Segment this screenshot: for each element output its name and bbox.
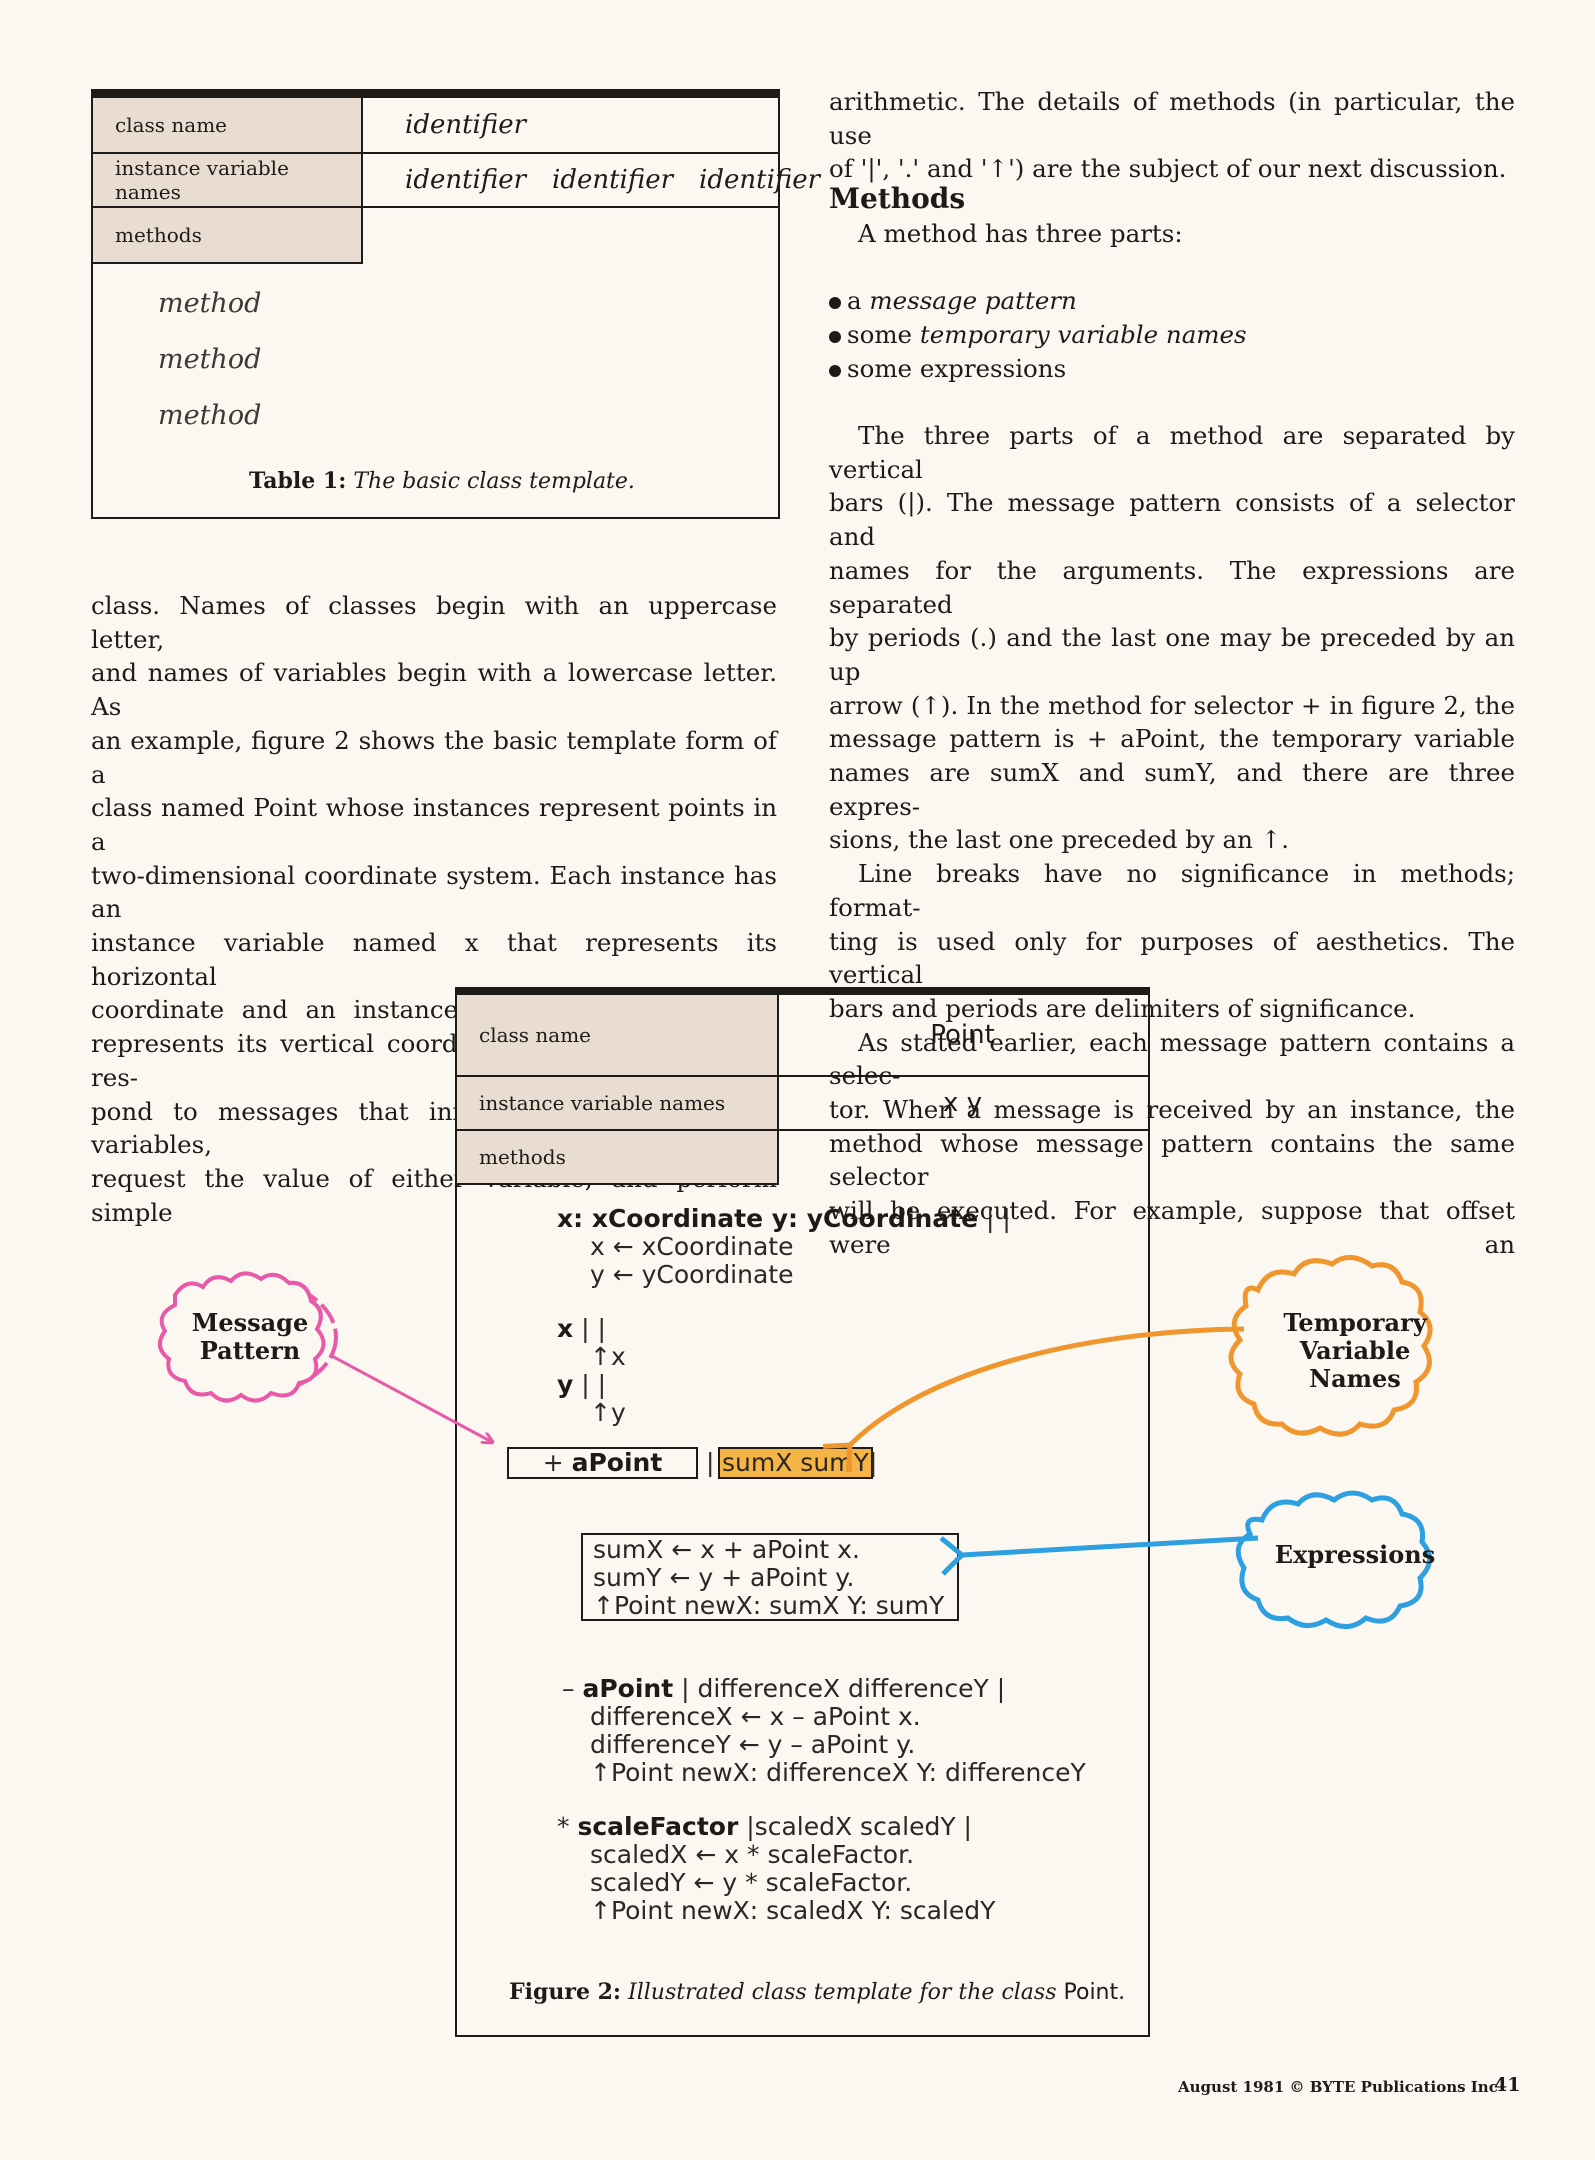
body-line: of '|', '.' and '↑') are the subject of … [829, 154, 1507, 184]
code-line: x ← xCoordinate [590, 1232, 794, 1261]
f2-instance-vars-value: x y [777, 1075, 1148, 1131]
right-column-intro: arithmetic. The details of methods (in p… [829, 85, 1515, 186]
code-line: y ← yCoordinate [590, 1260, 794, 1289]
body-line: names are sumX and sumY, and there are t… [829, 758, 1515, 821]
body-line: tor. When a message is received by an in… [829, 1095, 1515, 1125]
method-minus-header: – aPoint | differenceX differenceY | [562, 1674, 1006, 1703]
caption-class-name: Point. [1063, 1980, 1126, 2005]
message-pattern-box: + aPoint [507, 1447, 698, 1479]
body-line: bars and periods are delimiters of signi… [829, 993, 1416, 1023]
figure-2-caption: Figure 2: Illustrated class template for… [509, 1979, 1125, 2005]
section-subheading: A method has three parts: [858, 219, 1183, 248]
code-line: ↑Point newX: sumX Y: sumY [593, 1591, 945, 1620]
body-line: method whose message pattern contains th… [829, 1128, 1515, 1192]
expressions-box [581, 1533, 959, 1621]
body-line: and names of variables begin with a lowe… [91, 658, 777, 722]
body-line: bars (|). The message pattern consists o… [829, 488, 1515, 552]
f2-instance-vars-label: instance variable names [457, 1075, 779, 1131]
message-pattern-arrow [329, 1353, 492, 1442]
paragraph-method-parts: The three parts of a method are separate… [829, 419, 1515, 1262]
method-y-header: y | | [557, 1370, 607, 1399]
expressions-arrow [962, 1535, 1259, 1555]
bar: | [706, 1448, 715, 1477]
code-line: scaledY ← y * scaleFactor. [590, 1868, 913, 1897]
table-1: class name identifier instance variable … [91, 89, 820, 519]
message-pattern-label: Message Pattern [191, 1308, 309, 1365]
caption-text: The basic class template. [353, 469, 635, 494]
body-line: instance variable named x that represent… [91, 928, 777, 991]
temporary-variable-names-label: Temporary Variable Names [1283, 1308, 1427, 1393]
body-line: by periods (.) and the last one may be p… [829, 623, 1515, 686]
t1-methods-label: methods [93, 206, 363, 264]
expressions-cloud-icon [1235, 1490, 1432, 1629]
body-line: message pattern is + aPoint, the tempora… [829, 724, 1515, 754]
code-line: ↑y [590, 1398, 626, 1427]
t1-identifier: identifier [405, 165, 527, 195]
method-x-y-header: x: xCoordinate y: yCoordinate | | [557, 1204, 1011, 1233]
bullet-icon [829, 296, 841, 309]
table-1-caption: Table 1: The basic class template. [249, 468, 635, 494]
page-number: 41 [1494, 2074, 1521, 2096]
temporary-variable-names-arrow [850, 1326, 1245, 1445]
t1-method: method [158, 288, 262, 319]
method-x-header: x | | [557, 1314, 606, 1343]
f2-class-name-label: class name [457, 995, 779, 1077]
code-line: ↑x [590, 1342, 626, 1371]
method-times-header: * scaleFactor |scaledX scaledY | [557, 1812, 972, 1841]
expressions-label: Expressions [1274, 1540, 1436, 1569]
message-pattern-cloud-icon [157, 1271, 338, 1403]
code-line: ↑Point newX: scaledX Y: scaledY [590, 1896, 996, 1925]
code-line: differenceY ← y – aPoint y. [590, 1730, 916, 1759]
bullet-icon [829, 364, 841, 377]
section-heading: Methods [829, 182, 966, 215]
t1-method: method [158, 400, 262, 431]
body-line: an example, figure 2 shows the basic tem… [91, 725, 777, 789]
caption-label: Figure 2: [509, 1979, 622, 2005]
body-line: class. Names of classes begin with an up… [91, 591, 777, 654]
temporary-variable-names-cloud-icon [1228, 1255, 1433, 1437]
t1-class-name-label: class name [93, 98, 363, 154]
bar: | [869, 1448, 878, 1477]
code-line: differenceX ← x – aPoint x. [590, 1702, 921, 1731]
bullet-item: a message pattern [829, 286, 1077, 315]
body-line: Line breaks have no significance in meth… [829, 859, 1515, 922]
bullet-icon [829, 330, 841, 343]
body-line: arithmetic. The details of methods (in p… [829, 87, 1515, 150]
body-line: The three parts of a method are separate… [829, 421, 1515, 484]
caption-text: Illustrated class template for the class [628, 1980, 1057, 2005]
body-line: ting is used only for purposes of aesthe… [829, 926, 1515, 990]
f2-methods-label: methods [457, 1129, 779, 1185]
t1-instance-vars-label: instance variable names [93, 152, 363, 208]
body-line: will be executed. For example, suppose t… [829, 1196, 1515, 1259]
page-footer: August 1981 © BYTE Publications Inc [1178, 2078, 1498, 2096]
body-line: class named Point whose instances repres… [91, 793, 777, 856]
figure-2: class name Point instance variable names… [455, 987, 1150, 2037]
bullet-item: some temporary variable names [829, 320, 1247, 349]
body-line: two-dimensional coordinate system. Each … [91, 860, 777, 924]
body-line: sions, the last one preceded by an ↑. [829, 825, 1290, 855]
code-line: sumY ← y + aPoint y. [593, 1563, 855, 1592]
t1-method: method [158, 344, 262, 375]
t1-identifier: identifier [552, 165, 674, 195]
t1-identifier: identifier [699, 165, 821, 195]
code-line: scaledX ← x * scaleFactor. [590, 1840, 915, 1869]
bullet-item: some expressions [829, 354, 1066, 383]
t1-instance-vars-value: identifier identifier identifier [361, 152, 820, 208]
code-line: sumX ← x + aPoint x. [593, 1535, 860, 1564]
body-line: names for the arguments. The expressions… [829, 555, 1515, 619]
body-line: arrow (↑). In the method for selector + … [829, 690, 1515, 720]
code-line: ↑Point newX: differenceX Y: differenceY [590, 1758, 1086, 1787]
caption-label: Table 1: [249, 468, 347, 494]
